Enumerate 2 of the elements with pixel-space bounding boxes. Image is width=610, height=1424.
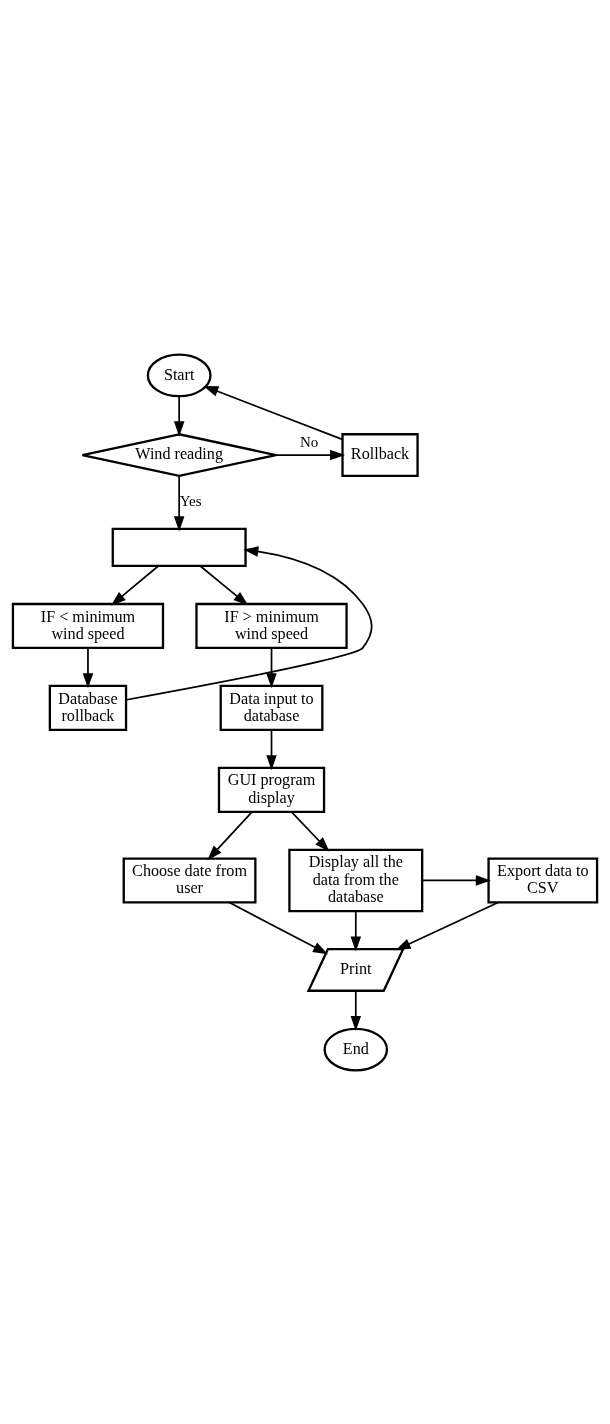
edge-label: No: [299, 433, 319, 450]
edge-label: Yes: [179, 492, 202, 509]
